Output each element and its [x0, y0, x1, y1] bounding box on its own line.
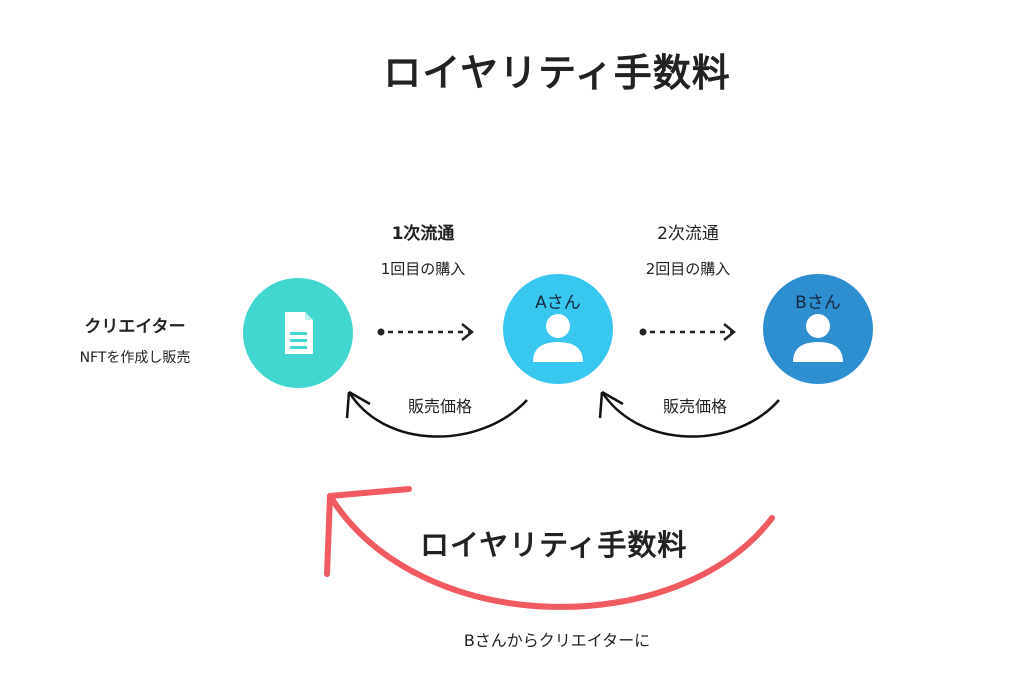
creator-description: NFTを作成し販売 [79, 350, 191, 366]
royalty-arrow [324, 486, 775, 610]
royalty-label: ロイヤリティ手数料 [420, 528, 688, 562]
person-b-node: Bさん [763, 274, 873, 384]
royalty-note: Bさんからクリエイターに [463, 631, 651, 650]
dotted-arrow-primary [377, 323, 475, 341]
dotted-arrow-secondary [639, 323, 737, 341]
sale-price-label-2: 販売価格 [662, 397, 727, 416]
person-a-node: Aさん [503, 274, 613, 384]
primary-subtitle: 1回目の購入 [380, 260, 466, 278]
secondary-subtitle: 2回目の購入 [645, 260, 731, 278]
primary-title: 1次流通 [391, 224, 455, 244]
creator-name: クリエイター [84, 317, 186, 337]
person-a-label: Aさん [535, 293, 581, 313]
page-title: ロイヤリティ手数料 [383, 51, 731, 95]
secondary-title: 2次流通 [657, 224, 719, 244]
payment-arrow-2 [598, 390, 780, 438]
creator-node [243, 278, 353, 388]
document-icon [285, 312, 313, 354]
payment-arrow-1 [345, 390, 528, 438]
user-icon [793, 314, 843, 362]
sale-price-label-1: 販売価格 [407, 397, 472, 416]
user-icon [533, 314, 583, 362]
person-b-label: Bさん [795, 293, 841, 313]
